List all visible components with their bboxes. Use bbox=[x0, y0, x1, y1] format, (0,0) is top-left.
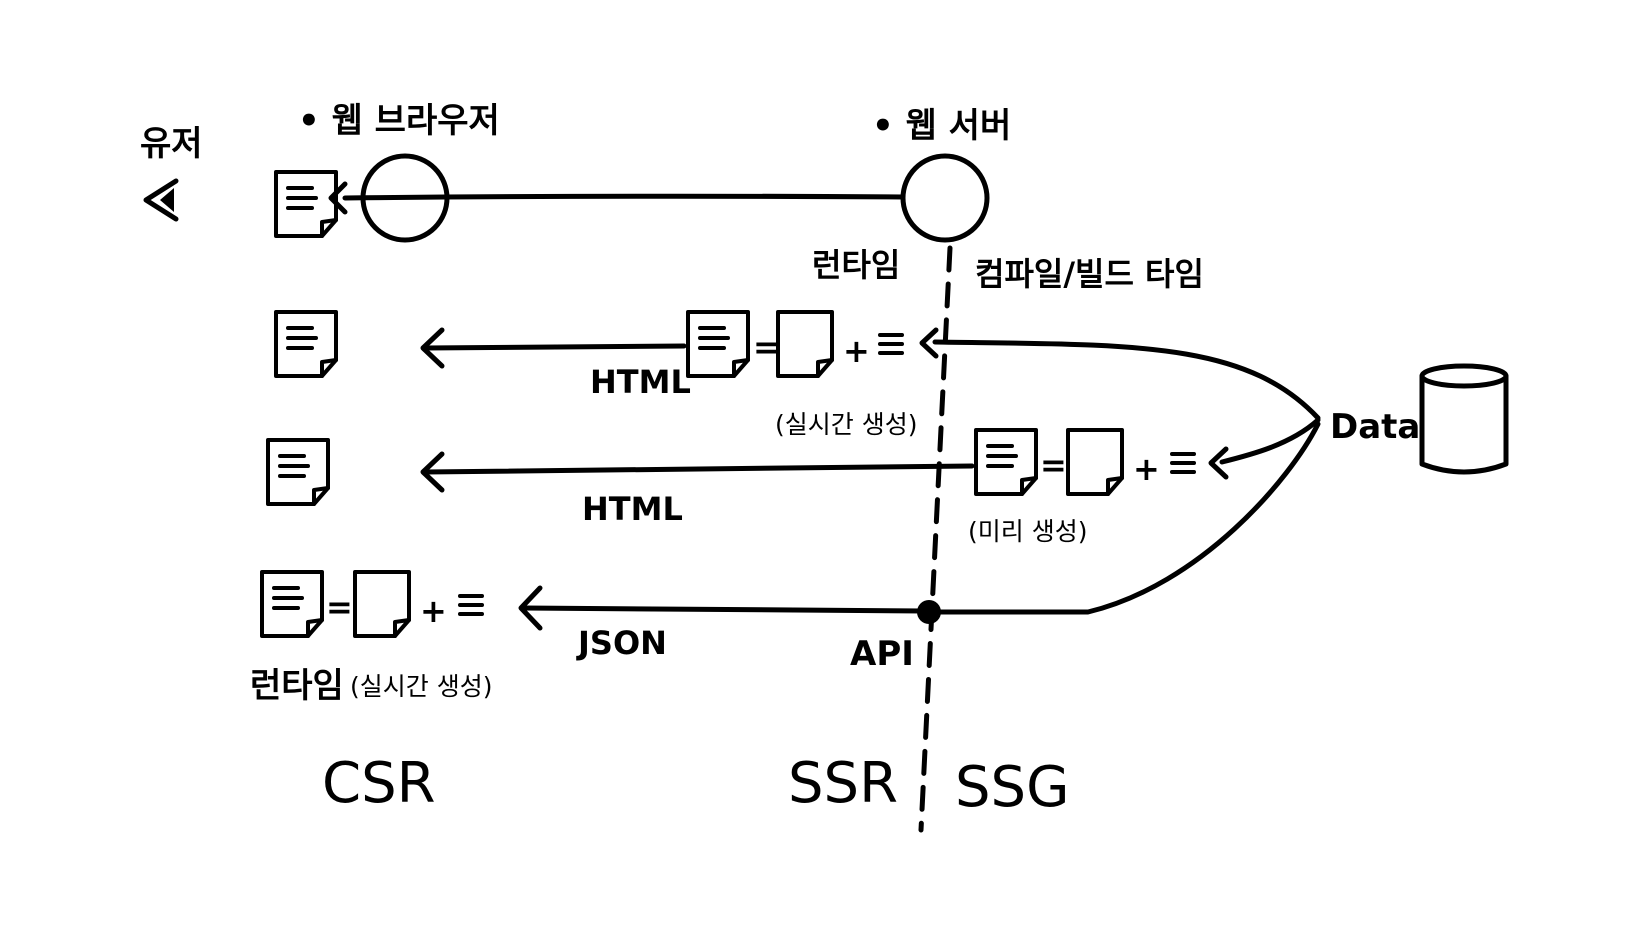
api-label: API bbox=[850, 634, 914, 674]
ssr-label: SSR bbox=[788, 751, 898, 816]
arrow-head-icon bbox=[420, 327, 445, 369]
csr-realtime-label: (실시간 생성) bbox=[350, 672, 492, 701]
arrow-head-icon bbox=[1208, 446, 1229, 480]
ssr-html-label: HTML bbox=[590, 363, 691, 401]
server-label: • 웹 서버 bbox=[872, 106, 1011, 146]
ssg-template-icon bbox=[1066, 428, 1124, 496]
csr-runtime-label: 런타임 bbox=[250, 666, 344, 706]
csr-template-icon bbox=[353, 570, 411, 638]
runtime-buildtime-divider bbox=[918, 245, 953, 833]
browser-page-icon bbox=[274, 170, 338, 238]
ssg-page-icon bbox=[974, 428, 1038, 496]
plus-sign: + bbox=[843, 332, 870, 370]
browser-server-link bbox=[342, 193, 906, 201]
equals-sign: = bbox=[753, 328, 780, 366]
ssr-data-icon bbox=[878, 333, 904, 355]
plus-sign: + bbox=[420, 592, 447, 630]
ssr-page-icon bbox=[686, 310, 750, 378]
ssg-label: SSG bbox=[955, 755, 1070, 820]
ssr-result-page-icon bbox=[274, 310, 338, 378]
ssg-data-icon bbox=[1170, 452, 1196, 474]
ssg-html-arrow bbox=[422, 463, 975, 475]
api-endpoint-dot bbox=[917, 600, 941, 624]
user-label: 유저 bbox=[140, 124, 203, 164]
runtime-label: 런타임 bbox=[812, 246, 900, 284]
json-label: JSON bbox=[576, 624, 667, 662]
csr-label: CSR bbox=[322, 751, 436, 816]
data-to-ssg-link bbox=[1219, 417, 1321, 465]
arrow-head-icon bbox=[518, 585, 543, 631]
ssr-realtime-label: (실시간 생성) bbox=[775, 410, 917, 439]
equals-sign: = bbox=[326, 588, 353, 626]
build-time-label: 컴파일/빌드 타임 bbox=[975, 255, 1204, 293]
plus-sign: + bbox=[1133, 450, 1160, 488]
database-icon bbox=[1419, 363, 1509, 475]
equals-sign: = bbox=[1040, 446, 1067, 484]
arrow-head-icon bbox=[420, 451, 445, 493]
csr-json-arrow bbox=[521, 605, 927, 614]
eye-icon bbox=[143, 178, 179, 222]
ssr-html-arrow bbox=[422, 343, 687, 351]
csr-data-icon bbox=[458, 594, 484, 616]
ssg-html-label: HTML bbox=[582, 490, 683, 528]
csr-page-icon bbox=[260, 570, 324, 638]
data-to-ssr-link bbox=[932, 339, 1321, 421]
data-label: Data bbox=[1330, 407, 1420, 447]
data-to-api-link bbox=[938, 421, 1321, 615]
arrow-head-icon bbox=[919, 327, 939, 359]
ssr-template-icon bbox=[776, 310, 834, 378]
ssg-pregen-label: (미리 생성) bbox=[968, 517, 1087, 546]
server-node bbox=[900, 153, 990, 243]
ssg-result-page-icon bbox=[266, 438, 330, 506]
arrow-head-icon bbox=[328, 181, 348, 215]
browser-label: • 웹 브라우저 bbox=[298, 101, 500, 141]
